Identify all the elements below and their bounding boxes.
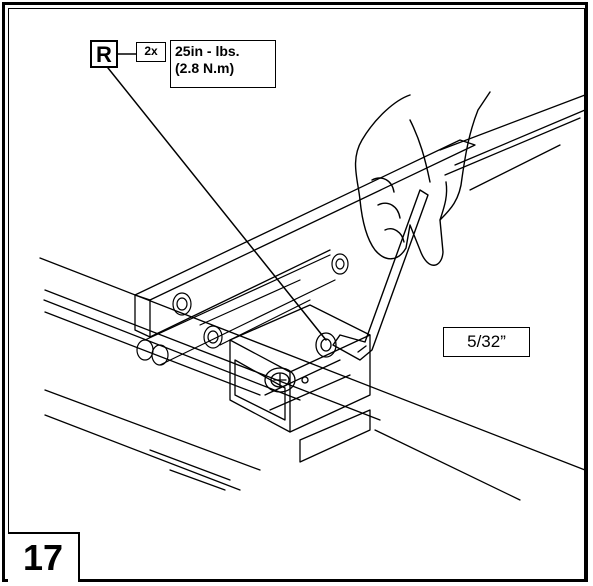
hex-key-size-label: 5/32”: [443, 327, 530, 357]
part-letter-callout: R: [90, 40, 118, 68]
diagram-inner-border: [8, 8, 585, 582]
frame-rails: [39, 257, 586, 501]
torque-metric: (2.8 N.m): [175, 60, 235, 76]
hinge-block: [229, 304, 371, 463]
step-number: 17: [8, 532, 80, 582]
hand-icon: [354, 91, 491, 266]
upper-frame-plate: [134, 94, 586, 338]
callout-leader-line: [107, 67, 327, 341]
hex-key-icon: [332, 189, 429, 361]
torque-imperial: 25in - lbs.: [175, 43, 240, 59]
hinge-knuckles: [136, 253, 349, 366]
torque-callout: 25in - lbs. (2.8 N.m): [170, 40, 276, 88]
quantity-callout: 2x: [136, 42, 166, 62]
